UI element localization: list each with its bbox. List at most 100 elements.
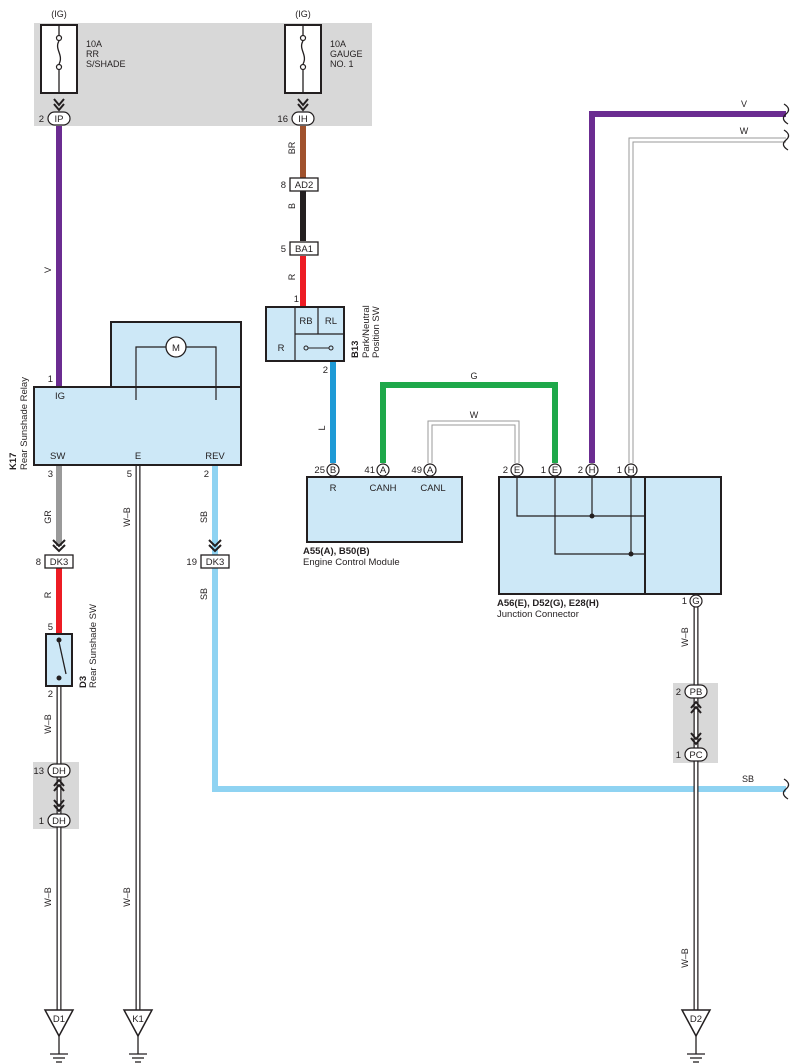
- k17-pin-rev-num: 2: [204, 469, 209, 480]
- connector-dk3-left: DK3 8: [36, 539, 74, 569]
- fuse-left-supply: (IG): [51, 9, 67, 19]
- ecm-engine-control-module: 25 B 41 A 49 A R CANH CANL A55(A), B50(B…: [303, 463, 463, 568]
- k17-pin-e-num: 5: [127, 469, 132, 480]
- connector-ip-id: IP: [55, 114, 64, 125]
- ecm-pin-canl: CANL: [420, 483, 445, 494]
- label-br: BR: [287, 141, 297, 154]
- junction-pin2-conn: E: [552, 465, 558, 476]
- dk3-right-pin: 19: [186, 557, 197, 568]
- connector-ad2-pin: 8: [281, 180, 286, 191]
- d3-name: Rear Sunshade SW: [88, 604, 99, 688]
- d3-rear-sunshade-switch: 5 2 D3 Rear Sunshade SW: [45, 604, 99, 700]
- connector-ih-id: IH: [298, 114, 308, 125]
- label-v-top: V: [741, 99, 747, 109]
- dh-top-pin: 13: [33, 766, 44, 777]
- connector-ip: IP 2: [39, 98, 71, 126]
- connector-ad2: AD2 8: [281, 177, 319, 192]
- b13-name-1: Park/Neutral: [361, 305, 372, 358]
- b13-pin-bottom: 2: [323, 365, 328, 376]
- b13-park-neutral-switch: 1 RB RL R 2 B13 Park/Neutral Position SW: [265, 294, 382, 376]
- wire-g: [380, 382, 558, 463]
- k17-pin-e: E: [135, 451, 141, 462]
- label-wb-right2: W–B: [680, 948, 690, 968]
- connector-ba1-pin: 5: [281, 244, 286, 255]
- ground-k1: K1: [122, 1009, 154, 1063]
- junction-pin-g-conn: G: [692, 596, 699, 607]
- dh-bottom-pin: 1: [39, 816, 44, 827]
- connector-ih: IH 16: [277, 98, 315, 126]
- wire-w-top-inner: [629, 138, 786, 463]
- k17-motor: M: [172, 343, 180, 354]
- b13-pin-top: 1: [294, 294, 299, 305]
- d3-id: D3: [78, 676, 89, 688]
- junction-pin1-conn: E: [514, 465, 520, 476]
- connector-ih-pin: 16: [277, 114, 288, 125]
- label-wb-mid2: W–B: [122, 887, 132, 907]
- label-sb-right: SB: [742, 774, 754, 784]
- junction-pin3-num: 2: [578, 465, 583, 476]
- wire-break-v: [782, 103, 790, 125]
- ecm-pin-canl-conn: A: [427, 465, 434, 476]
- ecm-pin-canl-num: 49: [411, 465, 422, 476]
- junction-pin3-conn: H: [589, 465, 596, 476]
- wire-w-loop-outer: [427, 420, 520, 463]
- k17-pin-rev: REV: [205, 451, 225, 462]
- d3-pin-top: 5: [48, 622, 53, 633]
- label-g: G: [470, 371, 477, 381]
- label-l: L: [317, 425, 327, 430]
- ecm-pin-canh-conn: A: [380, 465, 387, 476]
- dk3-right-id: DK3: [206, 557, 224, 568]
- ground-d2: D2: [680, 1009, 712, 1063]
- label-v-left: V: [43, 267, 53, 273]
- k17-pin-sw-num: 3: [48, 469, 53, 480]
- connector-ip-pin: 2: [39, 114, 44, 125]
- connector-dk3-right: DK3 19: [186, 539, 230, 569]
- label-w-loop: W: [470, 410, 479, 420]
- label-sb-top: SB: [199, 511, 209, 523]
- fuse-right-line1: GAUGE: [330, 49, 363, 59]
- ecm-pin-r: R: [330, 483, 337, 494]
- label-wb-right1: W–B: [680, 627, 690, 647]
- k17-pin-ig-num: 1: [48, 374, 53, 385]
- connector-ba1: BA1 5: [281, 241, 319, 256]
- junction-pin4-conn: H: [628, 465, 635, 476]
- wire-w-loop-inner: [428, 421, 519, 463]
- ecm-name: Engine Control Module: [303, 557, 400, 568]
- junction-pin1-num: 2: [503, 465, 508, 476]
- d3-pin-bottom: 2: [48, 689, 53, 700]
- k17-pin-ig: IG: [55, 391, 65, 402]
- ecm-pin-canh: CANH: [370, 483, 397, 494]
- wire-sb: [212, 466, 786, 792]
- pb-id: PB: [690, 687, 703, 698]
- label-r-top: R: [287, 273, 297, 280]
- k17-id: K17: [8, 453, 19, 470]
- label-wb-left2: W–B: [43, 887, 53, 907]
- label-w-top: W: [740, 126, 749, 136]
- fuse-right-rating: 10A: [330, 39, 346, 49]
- junction-name: Junction Connector: [497, 609, 579, 620]
- junction-id: A56(E), D52(G), E28(H): [497, 598, 599, 609]
- dh-top-id: DH: [52, 766, 66, 777]
- b13-r: R: [278, 343, 285, 354]
- junction-pin-g-num: 1: [682, 596, 687, 607]
- fuse-left-rating: 10A: [86, 39, 102, 49]
- ecm-pin-canh-num: 41: [364, 465, 375, 476]
- fuse-gauge-no1: (IG) 10A GAUGE NO. 1: [284, 9, 363, 94]
- wire-break-w: [782, 129, 790, 151]
- label-sb-mid: SB: [199, 588, 209, 600]
- wire-w-top-outer: [628, 137, 786, 463]
- pb-pin: 2: [676, 687, 681, 698]
- dk3-left-id: DK3: [50, 557, 68, 568]
- label-gr: GR: [43, 510, 53, 524]
- junction-connector: 2 E 1 E 2 H 1 H 1 G A56(E), D52(G), E28(…: [497, 463, 722, 620]
- b13-name-2: Position SW: [371, 306, 382, 358]
- k17-name: Rear Sunshade Relay: [19, 377, 30, 470]
- fuse-right-line2: NO. 1: [330, 59, 354, 69]
- fuse-rr-sshade: (IG) 10A RR S/SHADE: [40, 9, 126, 94]
- junction-pin2-num: 1: [541, 465, 546, 476]
- wire-break-sb: [782, 778, 790, 800]
- pc-pin: 1: [676, 750, 681, 761]
- pc-id: PC: [689, 750, 702, 761]
- ecm-pin-r-num: 25: [314, 465, 325, 476]
